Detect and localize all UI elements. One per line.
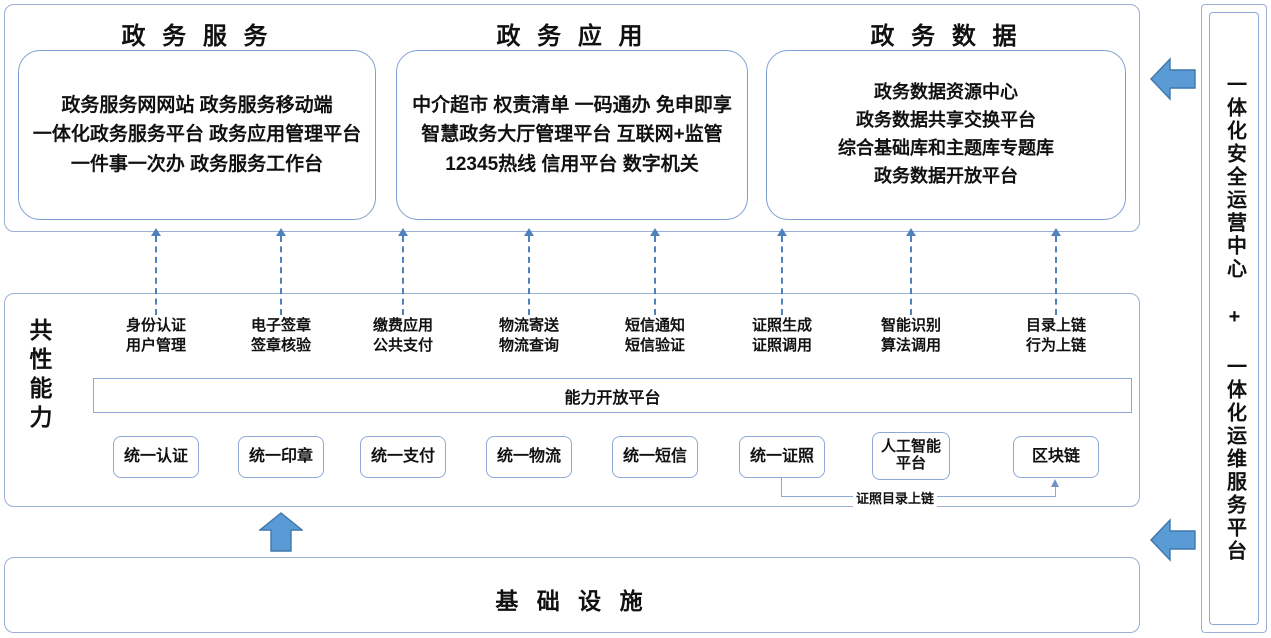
card-line: 政务数据开放平台 bbox=[874, 165, 1018, 186]
group-title-gov-application: 政 务 应 用 bbox=[496, 23, 648, 50]
capability-box-unified-logistics[interactable]: 统一物流 bbox=[486, 436, 572, 478]
dashed-arrow-up-icon bbox=[650, 228, 660, 236]
group-title-gov-service: 政 务 服 务 bbox=[121, 23, 273, 50]
card-line: 一件事一次办 政务服务工作台 bbox=[70, 153, 324, 175]
infrastructure-container: 基 础 设 施 bbox=[4, 557, 1140, 633]
dashed-connector bbox=[402, 236, 404, 315]
head-line-2: 短信验证 bbox=[624, 336, 685, 354]
capability-box-blockchain[interactable]: 区块链 bbox=[1013, 436, 1099, 478]
group-title-gov-data: 政 务 数 据 bbox=[870, 23, 1022, 50]
card-line: 政务数据资源中心 bbox=[874, 82, 1018, 103]
capability-box-unified-certificate[interactable]: 统一证照 bbox=[739, 436, 825, 478]
capability-box-unified-sms[interactable]: 统一短信 bbox=[612, 436, 698, 478]
head-line-2: 算法调用 bbox=[880, 336, 941, 354]
dashed-arrow-up-icon bbox=[906, 228, 916, 236]
security-ops-sidebar-label: 一体化安全运营中心 + 一体化运维服务平台 bbox=[1223, 74, 1246, 563]
group-card-gov-application: 中介超市 权责清单 一码通办 免申即享 智慧政务大厅管理平台 互联网+监管 12… bbox=[396, 50, 748, 220]
group-card-gov-data: 政务数据资源中心 政务数据共享交换平台 综合基础库和主题库专题库 政务数据开放平… bbox=[766, 50, 1126, 220]
dashed-connector bbox=[155, 236, 157, 315]
block-arrow-left-icon bbox=[1150, 518, 1196, 562]
capability-box-ai-platform[interactable]: 人工智能 平台 bbox=[872, 432, 950, 480]
head-line-1: 物流寄送 bbox=[498, 317, 559, 334]
head-line-2: 物流查询 bbox=[498, 336, 559, 354]
chain-connector-arrowhead-icon bbox=[1051, 479, 1059, 487]
group-card-gov-service: 政务服务网网站 政务服务移动端 一体化政务服务平台 政务应用管理平台 一件事一次… bbox=[18, 50, 376, 220]
head-line-1: 身份认证 bbox=[125, 317, 186, 334]
capability-box-unified-seal[interactable]: 统一印章 bbox=[238, 436, 324, 478]
ability-open-platform-label: 能力开放平台 bbox=[560, 383, 665, 408]
head-line-2: 公共支付 bbox=[372, 336, 433, 354]
dashed-connector bbox=[654, 236, 656, 315]
head-line-2: 证照调用 bbox=[751, 336, 812, 354]
infrastructure-title: 基 础 设 施 bbox=[495, 588, 649, 614]
dashed-connector bbox=[910, 236, 912, 315]
ability-open-platform-bar: 能力开放平台 bbox=[93, 378, 1132, 413]
capability-column-head: 电子签章 签章核验 bbox=[231, 316, 331, 355]
dashed-connector bbox=[1055, 236, 1057, 315]
card-line: 智慧政务大厅管理平台 互联网+监管 bbox=[421, 124, 723, 146]
card-line: 中介超市 权责清单 一码通办 免申即享 bbox=[412, 94, 732, 116]
dashed-arrow-up-icon bbox=[151, 228, 161, 236]
dashed-arrow-up-icon bbox=[276, 228, 286, 236]
card-line: 12345热线 信用平台 数字机关 bbox=[445, 153, 699, 175]
dashed-connector bbox=[781, 236, 783, 315]
capability-column-head: 证照生成 证照调用 bbox=[732, 316, 832, 355]
head-line-2: 行为上链 bbox=[1025, 336, 1086, 354]
dashed-arrow-up-icon bbox=[1051, 228, 1061, 236]
card-line: 政务服务网网站 政务服务移动端 bbox=[61, 94, 333, 116]
chain-flow-label: 证照目录上链 bbox=[853, 488, 938, 507]
capability-column-head: 身份认证 用户管理 bbox=[106, 316, 206, 355]
chain-connector-segment-vertical-left bbox=[781, 478, 783, 497]
head-line-1: 短信通知 bbox=[624, 317, 685, 334]
capability-column-head: 物流寄送 物流查询 bbox=[479, 316, 579, 355]
dashed-arrow-up-icon bbox=[398, 228, 408, 236]
security-ops-sidebar-card: 一体化安全运营中心 + 一体化运维服务平台 bbox=[1209, 12, 1259, 625]
card-line: 综合基础库和主题库专题库 bbox=[838, 138, 1054, 158]
capability-column-head: 短信通知 短信验证 bbox=[605, 316, 705, 355]
head-line-1: 电子签章 bbox=[250, 317, 311, 334]
capability-column-head: 目录上链 行为上链 bbox=[1006, 316, 1106, 355]
head-line-2: 用户管理 bbox=[125, 336, 186, 354]
block-arrow-left-icon bbox=[1150, 57, 1196, 101]
capability-column-head: 智能识别 算法调用 bbox=[861, 316, 961, 355]
head-line-1: 目录上链 bbox=[1025, 317, 1086, 334]
dashed-connector bbox=[280, 236, 282, 315]
head-line-2: 签章核验 bbox=[250, 336, 311, 354]
chain-connector-segment-vertical-right bbox=[1055, 487, 1057, 497]
capability-box-unified-auth[interactable]: 统一认证 bbox=[113, 436, 199, 478]
capability-box-unified-payment[interactable]: 统一支付 bbox=[360, 436, 446, 478]
dashed-arrow-up-icon bbox=[524, 228, 534, 236]
dashed-arrow-up-icon bbox=[777, 228, 787, 236]
head-line-1: 智能识别 bbox=[880, 317, 941, 334]
head-line-1: 缴费应用 bbox=[372, 317, 433, 334]
head-line-1: 证照生成 bbox=[751, 317, 812, 334]
dashed-connector bbox=[528, 236, 530, 315]
card-line: 一体化政务服务平台 政务应用管理平台 bbox=[32, 124, 362, 146]
card-line: 政务数据共享交换平台 bbox=[856, 110, 1036, 131]
common-capability-label: 共性能力 bbox=[26, 318, 52, 434]
block-arrow-up-icon bbox=[258, 512, 304, 552]
capability-column-head: 缴费应用 公共支付 bbox=[353, 316, 453, 355]
